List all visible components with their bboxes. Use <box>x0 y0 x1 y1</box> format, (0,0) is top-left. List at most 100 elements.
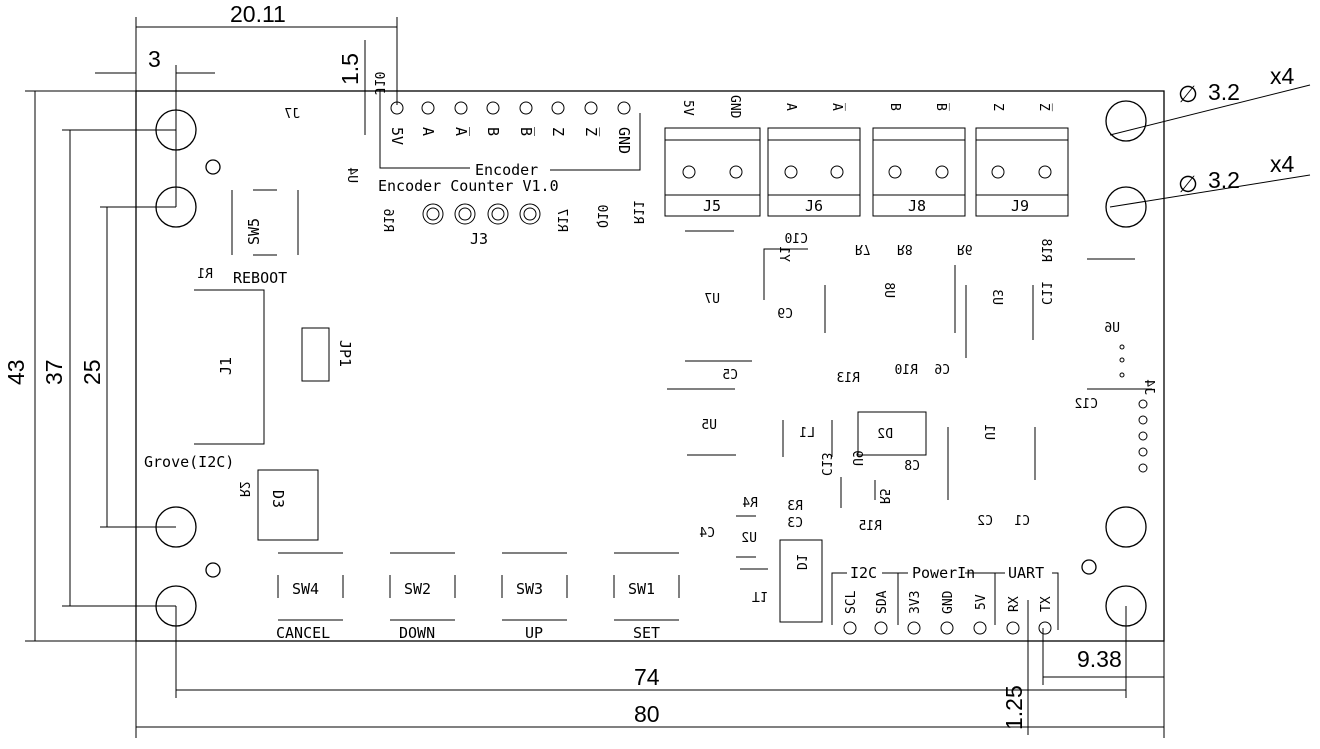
svg-text:PowerIn: PowerIn <box>912 564 975 582</box>
svg-text:J3: J3 <box>470 230 488 248</box>
svg-text:SW5: SW5 <box>245 218 263 245</box>
hole-note-2: ∅ 3.2 x4 <box>1178 151 1295 197</box>
svg-text:U1: U1 <box>981 424 996 440</box>
svg-text:U6: U6 <box>1104 321 1120 336</box>
dim-top-width: 20.11 <box>230 1 286 27</box>
j3-pads: J3 <box>422 203 541 248</box>
svg-text:5V: 5V <box>388 127 406 145</box>
svg-text:R4: R4 <box>742 496 758 511</box>
svg-text:B̅: B̅ <box>517 127 536 137</box>
hole-note-1: ∅ 3.2 x4 <box>1178 63 1295 107</box>
svg-text:5V: 5V <box>680 100 695 116</box>
svg-text:D1: D1 <box>793 554 808 570</box>
grove-connector: J1 Grove(I2C) <box>144 289 265 471</box>
svg-text:SCL: SCL <box>844 590 859 614</box>
svg-text:C8: C8 <box>904 459 920 474</box>
svg-text:C5: C5 <box>722 368 738 383</box>
svg-text:U5: U5 <box>701 418 717 433</box>
terminal-j5: J5 5V GND <box>664 95 761 217</box>
svg-text:T1: T1 <box>752 588 768 603</box>
svg-text:3.2: 3.2 <box>1208 79 1240 105</box>
svg-text:C13: C13 <box>818 453 833 476</box>
svg-text:GND: GND <box>615 127 633 154</box>
svg-text:L1: L1 <box>799 426 815 441</box>
switch-sw3: SW3 UP <box>501 552 568 642</box>
svg-text:3.2: 3.2 <box>1208 167 1240 193</box>
svg-text:SDA: SDA <box>875 590 890 614</box>
svg-text:SW1: SW1 <box>628 580 655 598</box>
svg-text:Z: Z <box>990 103 1005 111</box>
svg-text:I2C: I2C <box>850 564 877 582</box>
svg-text:J6: J6 <box>805 197 823 215</box>
encoder-title: Encoder <box>475 161 538 179</box>
svg-text:C2: C2 <box>977 514 993 529</box>
encoder-header: 5V A A̅ B B̅ Z Z̅ GND Encoder <box>379 101 641 179</box>
svg-text:∅: ∅ <box>1178 81 1198 107</box>
svg-text:REBOOT: REBOOT <box>233 269 287 287</box>
svg-text:R18: R18 <box>1038 239 1053 262</box>
svg-text:R8: R8 <box>897 241 913 256</box>
svg-text:B: B <box>887 103 902 111</box>
svg-text:SW4: SW4 <box>292 580 319 598</box>
svg-text:U7: U7 <box>704 292 720 307</box>
svg-text:UART: UART <box>1008 564 1044 582</box>
svg-text:x4: x4 <box>1270 151 1295 177</box>
svg-text:U3: U3 <box>989 289 1004 305</box>
svg-text:∅: ∅ <box>1178 171 1198 197</box>
svg-text:RX: RX <box>1007 596 1022 612</box>
mounting-hole <box>1105 506 1147 548</box>
svg-text:Z̅: Z̅ <box>1036 103 1052 111</box>
svg-text:B̅: B̅ <box>933 103 949 111</box>
switch-sw4: SW4 CANCEL <box>276 552 344 642</box>
designators: J7 J10 U4 R16 R17 Q10 R11 C10 R7 R8 R6 Y… <box>197 72 1156 603</box>
svg-text:J10: J10 <box>371 72 386 95</box>
component-outlines <box>667 230 1152 623</box>
svg-text:C6: C6 <box>934 363 950 378</box>
dim-board-height: 43 <box>3 359 29 385</box>
svg-text:JP1: JP1 <box>336 340 354 367</box>
svg-text:C12: C12 <box>1075 397 1098 412</box>
mounting-hole <box>1105 100 1147 142</box>
svg-text:D2: D2 <box>877 427 893 442</box>
svg-text:Z: Z <box>549 127 567 136</box>
svg-text:GND: GND <box>941 590 956 614</box>
dim-uart-edge: 1.25 <box>1001 685 1027 730</box>
d3-diode: D3 <box>257 469 319 541</box>
svg-text:R5: R5 <box>876 488 891 504</box>
reboot-switch: SW5 REBOOT <box>231 189 299 287</box>
terminal-j8: J8 B B̅ <box>872 103 966 217</box>
svg-text:R11: R11 <box>630 201 645 224</box>
svg-text:Z̅: Z̅ <box>582 127 601 137</box>
mounting-hole <box>1105 186 1147 228</box>
dim-hole-span-v: 37 <box>41 359 67 385</box>
svg-text:R16: R16 <box>380 209 395 232</box>
svg-text:SW2: SW2 <box>404 580 431 598</box>
svg-text:A̅: A̅ <box>452 127 471 137</box>
svg-text:C4: C4 <box>699 526 715 541</box>
mounting-holes <box>155 100 1147 627</box>
dim-hole-offset: 3 <box>148 46 161 72</box>
svg-text:C3: C3 <box>787 516 803 531</box>
svg-text:R7: R7 <box>855 241 871 256</box>
svg-text:C11: C11 <box>1038 282 1053 305</box>
svg-text:R10: R10 <box>895 363 918 378</box>
dim-hole-span-inner: 25 <box>79 359 105 385</box>
svg-text:J9: J9 <box>1011 197 1029 215</box>
svg-text:x4: x4 <box>1270 63 1295 89</box>
svg-text:GND: GND <box>727 95 742 119</box>
dim-board-width: 80 <box>634 701 660 727</box>
svg-text:U9: U9 <box>849 450 864 466</box>
svg-text:Grove(I2C): Grove(I2C) <box>144 453 234 471</box>
svg-text:R1: R1 <box>197 267 213 282</box>
svg-text:D3: D3 <box>269 490 287 508</box>
svg-text:SW3: SW3 <box>516 580 543 598</box>
svg-text:UP: UP <box>525 624 543 642</box>
svg-text:U4: U4 <box>344 167 359 183</box>
svg-text:DOWN: DOWN <box>399 624 435 642</box>
svg-text:Y1: Y1 <box>776 246 791 262</box>
svg-text:J8: J8 <box>908 197 926 215</box>
svg-text:A: A <box>783 103 798 111</box>
svg-text:U8: U8 <box>881 282 896 298</box>
svg-text:5V: 5V <box>974 594 989 610</box>
